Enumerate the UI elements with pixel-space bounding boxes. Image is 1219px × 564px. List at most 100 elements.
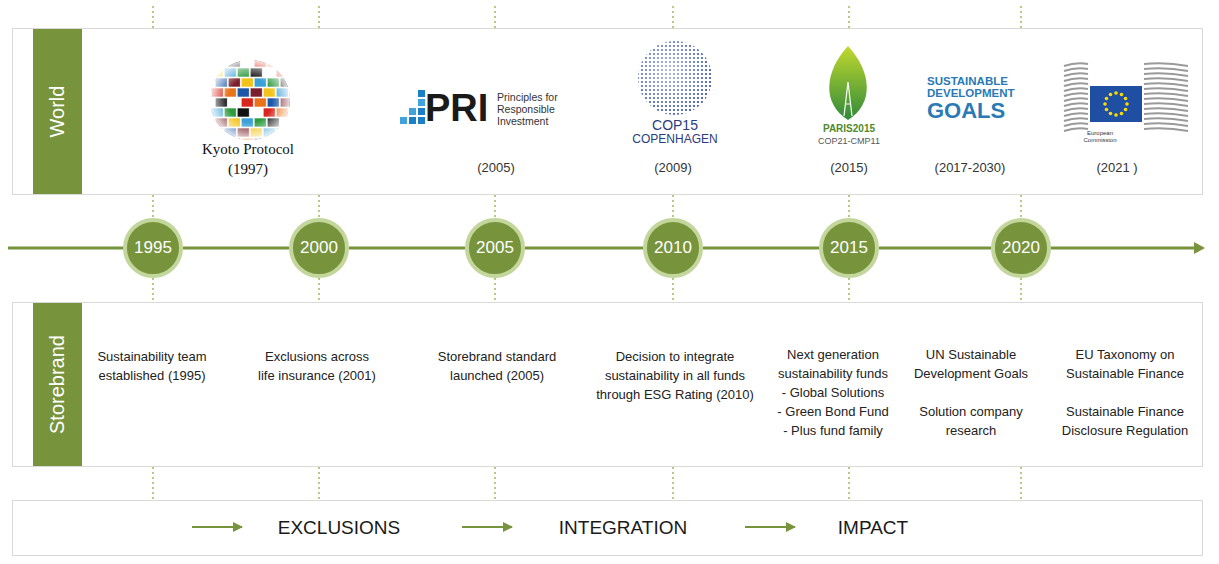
building-stripe — [1064, 113, 1088, 116]
event-year: (2015) — [814, 160, 884, 176]
year-label: 2020 — [1002, 238, 1040, 258]
year-circle: 2020 — [991, 218, 1051, 278]
flag-patch — [289, 108, 301, 117]
logo-text: GOALS — [927, 100, 1029, 122]
logo-text: COPENHAGEN — [625, 133, 725, 146]
building-stripe — [1144, 98, 1188, 101]
event-caption: Kyoto Protocol — [178, 140, 318, 158]
building-stripe — [1144, 113, 1188, 116]
eu-star — [1109, 93, 1113, 97]
eu-star — [1105, 97, 1109, 101]
milestone-text: Solution company research — [909, 402, 1034, 440]
milestone-text: Sustainability team established (1995) — [96, 347, 208, 385]
building-stripe — [1064, 68, 1088, 71]
building-stripe — [1064, 128, 1088, 131]
eu-star — [1125, 102, 1129, 106]
eu-star — [1124, 97, 1128, 101]
flag-patch — [293, 58, 305, 67]
flag-patch — [289, 88, 301, 97]
flag-patch — [211, 128, 223, 137]
building-stripe — [1064, 88, 1088, 91]
flag-patch — [293, 78, 305, 87]
phase-label: INTEGRATION — [559, 517, 687, 539]
flag-patch — [293, 138, 305, 147]
flag-patch — [293, 118, 305, 127]
pri-logo-squares — [400, 90, 425, 124]
eu-star — [1114, 91, 1118, 95]
milestone-text: - Global Solutions — [763, 383, 903, 402]
building-stripe — [1144, 118, 1188, 121]
eu-star — [1114, 113, 1118, 117]
year-label: 2010 — [654, 238, 692, 258]
timeline-arrowhead — [1194, 242, 1205, 254]
building-stripe — [1064, 63, 1088, 66]
eu-star — [1105, 108, 1109, 112]
band-label-bar: World — [33, 29, 82, 194]
phase-label: EXCLUSIONS — [278, 517, 400, 539]
event-year: (2017-2030) — [920, 160, 1020, 176]
milestone-text: Exclusions across life insurance (2001) — [255, 347, 379, 385]
eu-commission-logo — [1064, 63, 1188, 131]
milestone-text: EU Taxonomy on Sustainable Finance — [1058, 345, 1193, 383]
flag-patch — [276, 128, 288, 137]
building-stripe — [1144, 78, 1188, 81]
year-label: 2015 — [830, 238, 868, 258]
building-stripe — [1064, 78, 1088, 81]
building-stripe — [1144, 108, 1188, 111]
year-label: 2005 — [476, 238, 514, 258]
event-year: (2021 ) — [1082, 160, 1152, 176]
year-circle: 2010 — [643, 218, 703, 278]
timeline-segment — [703, 247, 819, 250]
building-stripe — [1144, 103, 1188, 106]
cop15-sphere — [638, 41, 712, 115]
flag-patch — [280, 58, 292, 67]
logo-text: European Commission — [1070, 130, 1130, 144]
guide-lines — [153, 6, 1021, 500]
year-circle: 1995 — [123, 218, 183, 278]
logo-text: PRI — [425, 89, 497, 127]
eu-star — [1124, 108, 1128, 112]
band-label: World — [46, 86, 69, 138]
timeline-segment — [879, 247, 991, 250]
building-stripe — [1144, 83, 1188, 86]
event-caption: (1997) — [208, 160, 288, 178]
building-stripe — [1064, 98, 1088, 101]
eu-star — [1103, 102, 1107, 106]
timeline-segment — [349, 247, 465, 250]
milestone-text: Sustainable Finance Disclosure Regulatio… — [1053, 402, 1198, 440]
logo-text: SUSTAINABLE DEVELOPMENT — [927, 75, 1029, 99]
building-stripe — [1064, 103, 1088, 106]
eu-star — [1120, 93, 1124, 97]
building-stripe — [1144, 73, 1188, 76]
band-label: Storebrand — [46, 335, 69, 434]
building-stripe — [1064, 108, 1088, 111]
phase-box: EXCLUSIONSINTEGRATIONIMPACT — [12, 500, 1203, 556]
year-label: 1995 — [134, 238, 172, 258]
building-stripe — [1144, 63, 1188, 66]
flag-patch — [289, 128, 301, 137]
milestone-text: Storebrand standard launched (2005) — [427, 347, 567, 385]
milestone-text: - Plus fund family — [763, 421, 903, 440]
band-panel: World — [12, 28, 1203, 195]
eu-star — [1120, 112, 1124, 116]
band-label-bar: Storebrand — [33, 303, 82, 466]
band-panel: Storebrand — [12, 302, 1203, 467]
logo-text: Principles for Responsible Investment — [497, 91, 573, 127]
building-stripe — [1064, 123, 1088, 126]
paris-leaf — [829, 46, 867, 120]
eu-star — [1109, 112, 1113, 116]
milestone-text: Next generation sustainability funds — [763, 345, 903, 383]
timeline-segment — [525, 247, 643, 250]
event-year: (2005) — [461, 160, 531, 176]
year-circle: 2015 — [819, 218, 879, 278]
logo-text: COP15 — [630, 118, 720, 133]
building-stripe — [1064, 93, 1088, 96]
milestone-text: Decision to integrate sustainability in … — [593, 347, 758, 404]
logo-text: COP21-CMP11 — [804, 136, 894, 147]
year-circle: 2005 — [465, 218, 525, 278]
globe-shade — [210, 60, 290, 140]
